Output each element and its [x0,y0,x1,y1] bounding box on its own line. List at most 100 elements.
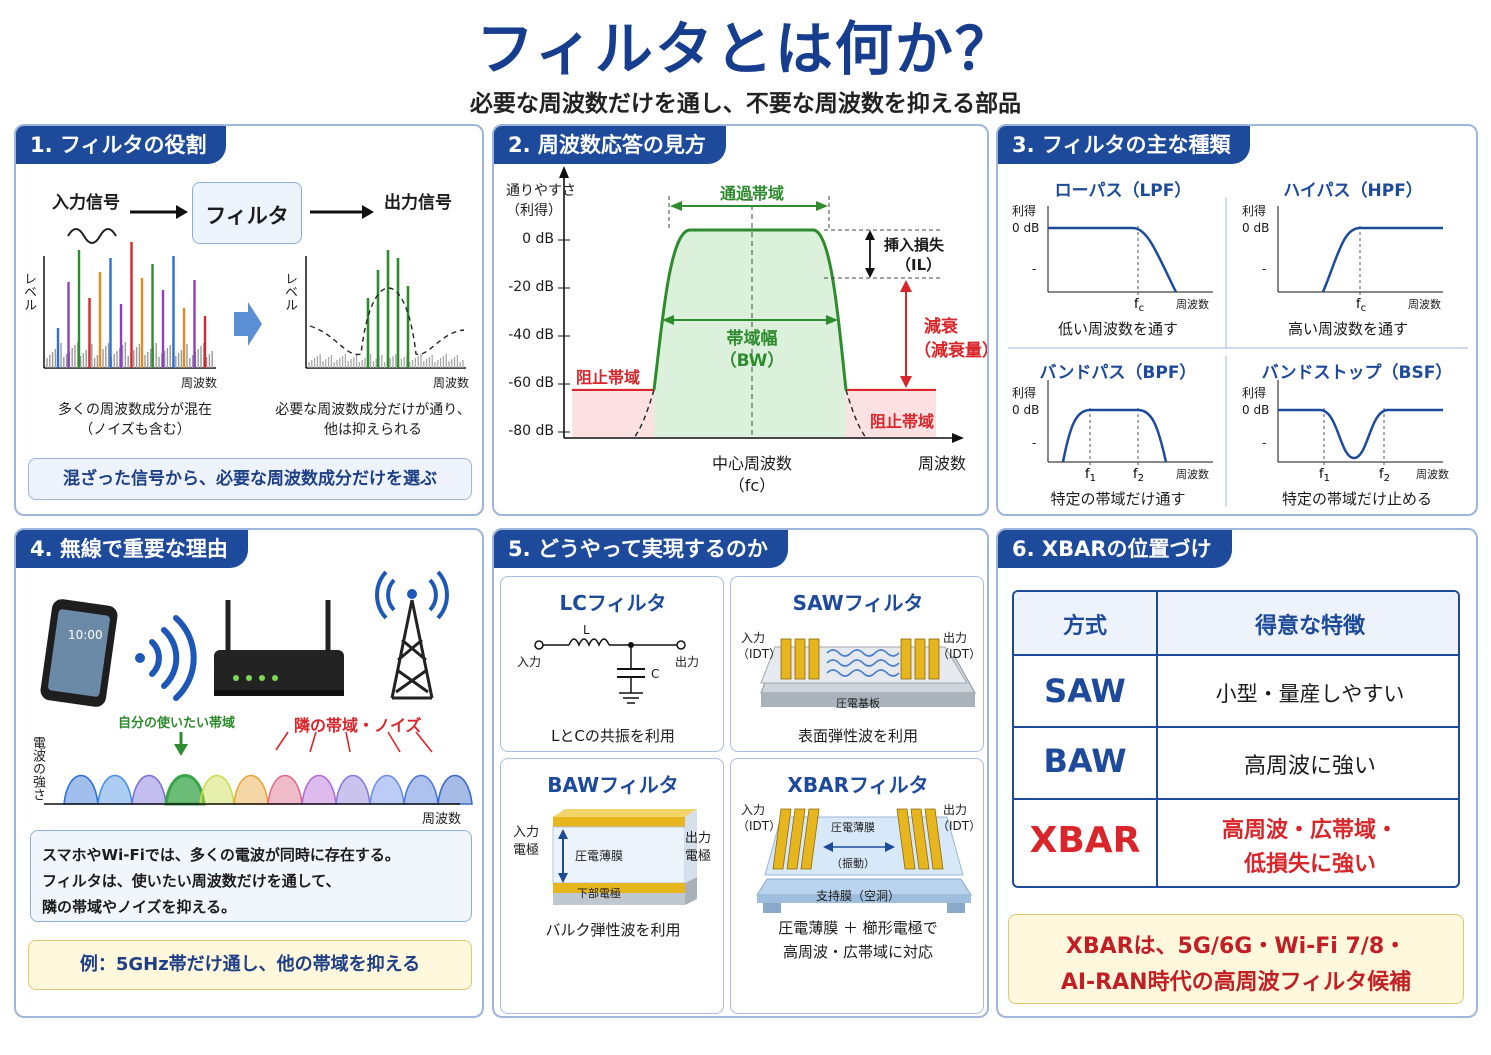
hpf-dash: - [1262,262,1267,276]
lpf-plot [1047,206,1213,298]
saw-input-1: 入力 [741,631,766,645]
saw-input-2: （IDT） [737,647,782,661]
table-row-baw-feature: 高周波に強い [1243,754,1376,779]
neighbor-band-label: 隣の帯域・ノイズ [294,716,422,735]
panel-title: 1. フィルタの役割 [16,126,227,164]
caption-filtered-2: 他は抑えられる [324,422,422,438]
radio-band [164,774,206,806]
bsf-zero: 0 dB [1242,403,1270,417]
lpf-curve [1048,226,1178,293]
phone-time: 10:00 [68,628,103,642]
surface-wave [826,649,900,677]
panel-title: 2. 周波数応答の見方 [494,126,726,164]
y-label-level-2: レベル [282,272,297,311]
bsf-gain: 利得 [1242,386,1267,400]
hpf-caption: 高い周波数を通す [1287,320,1408,338]
radio-freq-label: 周波数 [422,812,462,827]
bpf-dash: - [1032,436,1037,450]
x-label-freq: 周波数 [181,376,218,390]
panel-filter-role: 1. フィルタの役割 入力信号 出力信号 フィルタ レベル レベル 周波数 周波… [14,124,484,516]
bpf-freq: 周波数 [1176,468,1209,481]
xbar-film-label-1: 圧電薄膜 [831,821,875,834]
filter-types-charts: fc fc f1 f2 f1 f2 [1008,198,1468,506]
table-header-method: 方式 [1062,614,1107,639]
saw-filter-card: SAWフィルタ 入力 （IDT） 出力 （IDT） 圧電基板 表面弾性波を利用 [730,576,984,752]
hpf-fc: fc [1356,297,1366,314]
saw-title: SAWフィルタ [792,591,924,615]
baw-title: BAWフィルタ [547,773,679,797]
bottom-electrode [553,883,685,893]
description-box [30,830,472,922]
baw-filter-card: BAWフィルタ 入力 電極 出力 電極 圧電薄膜 下部電極 バルク弾性波を利用 [500,758,724,1014]
lpf-dash: - [1032,262,1037,276]
lpf-zero: 0 dB [1012,221,1040,235]
bsf-title: バンドストップ（BSF） [1261,363,1453,383]
xbar-note-line-1: XBARは、5G/6G・Wi-Fi 7/8・ [1065,934,1407,959]
y-label-level: レベル [21,272,36,311]
hpf-gain: 利得 [1242,204,1267,218]
xbar-caption-1: 圧電薄膜 ＋ 櫛形電極で [778,919,938,937]
bsf-caption: 特定の帯域だけ止める [1281,490,1432,508]
caption-filtered-1: 必要な周波数成分だけが通り、 [275,402,471,418]
lc-filter-card: LCフィルタ 入力 出力 L C LとCの共振を利用 [500,576,724,752]
bpf-f1: f1 [1085,467,1096,484]
input-idt [780,638,820,680]
hpf-curve [1321,226,1443,293]
table-row-baw-name: BAW [1043,742,1127,780]
table-row-saw-name: SAW [1044,672,1126,710]
response-skirt-right [845,389,867,439]
inductor-symbol [568,638,610,647]
top-electrode [553,817,685,827]
panel-implementation: 5. どうやって実現するのか LCフィルタ 入力 出力 L C LとCの共振を利… [492,528,989,1018]
stopband-left-label: 阻止帯域 [576,368,641,387]
baw-caption: バルク弾性波を利用 [545,921,681,939]
panel-title: 4. 無線で重要な理由 [16,530,248,568]
radio-band [437,774,473,805]
bsf-plot [1277,380,1443,466]
y-tick-0: 0 dB [522,231,554,247]
radio-band [199,774,235,805]
bsf-f1: f1 [1319,467,1330,484]
xbar-title: XBARフィルタ [787,773,929,797]
panel-title: 3. フィルタの主な種類 [998,126,1251,164]
description-line-2: フィルタは、使いたい周波数だけを通して、 [42,872,341,890]
attenuation-label-2: （減衰量） [914,341,987,361]
passband-fill [654,230,846,438]
comparison-table: 方式 得意な特徴 SAW 小型・量産しやすい BAW 高周波に強い XBAR 高… [1012,590,1460,888]
baw-input-1: 入力 [513,825,540,840]
xbar-input-1: 入力 [741,803,766,817]
hpf-title: ハイパス（HPF） [1283,181,1423,201]
hpf-freq: 周波数 [1408,298,1441,311]
passband-label: 通過帯域 [719,184,784,203]
filter-curve [309,287,465,356]
xbar-input-2: （IDT） [737,819,782,833]
description-line-1: スマホやWi-Fiでは、多くの電波が同時に存在する。 [42,846,400,864]
output-signal-label: 出力信号 [384,193,452,213]
bsf-dash: - [1262,436,1267,450]
xbar-film-label-2: （振動） [831,857,875,870]
insertion-loss-label-1: 挿入損失 [884,236,945,254]
attenuation-label-1: 減衰 [924,317,958,337]
saw-output-1: 出力 [943,631,968,645]
hpf-plot [1277,206,1443,298]
lpf-title: ローパス（LPF） [1054,181,1192,201]
bsf-curve [1278,408,1443,460]
lpf-caption: 低い周波数を通す [1057,320,1178,338]
bandwidth-label-1: 帯域幅 [726,329,778,349]
wireless-illustration [40,570,473,806]
panel-wireless-importance: 4. 無線で重要な理由 [14,528,484,1018]
bsf-freq: 周波数 [1416,468,1449,481]
y-tick-60: -60 dB [508,375,554,391]
stopband-right-fill [846,388,936,438]
y-axis-label-1: 通りやすさ [506,183,576,199]
xbar-output-idt [896,808,944,870]
table-row-xbar-name: XBAR [1029,820,1141,861]
xbar-output-1: 出力 [943,803,968,817]
panel-title: 6. XBARの位置づけ [998,530,1232,568]
lc-caption: LとCの共振を利用 [551,727,675,745]
panel-filter-types: 3. フィルタの主な種類 fc fc f1 f2 [996,124,1478,516]
bandwidth-label-2: （BW） [719,351,785,371]
xbar-output-2: （IDT） [937,819,982,833]
stopband-left-fill [572,388,654,438]
bpf-gain: 利得 [1012,386,1037,400]
